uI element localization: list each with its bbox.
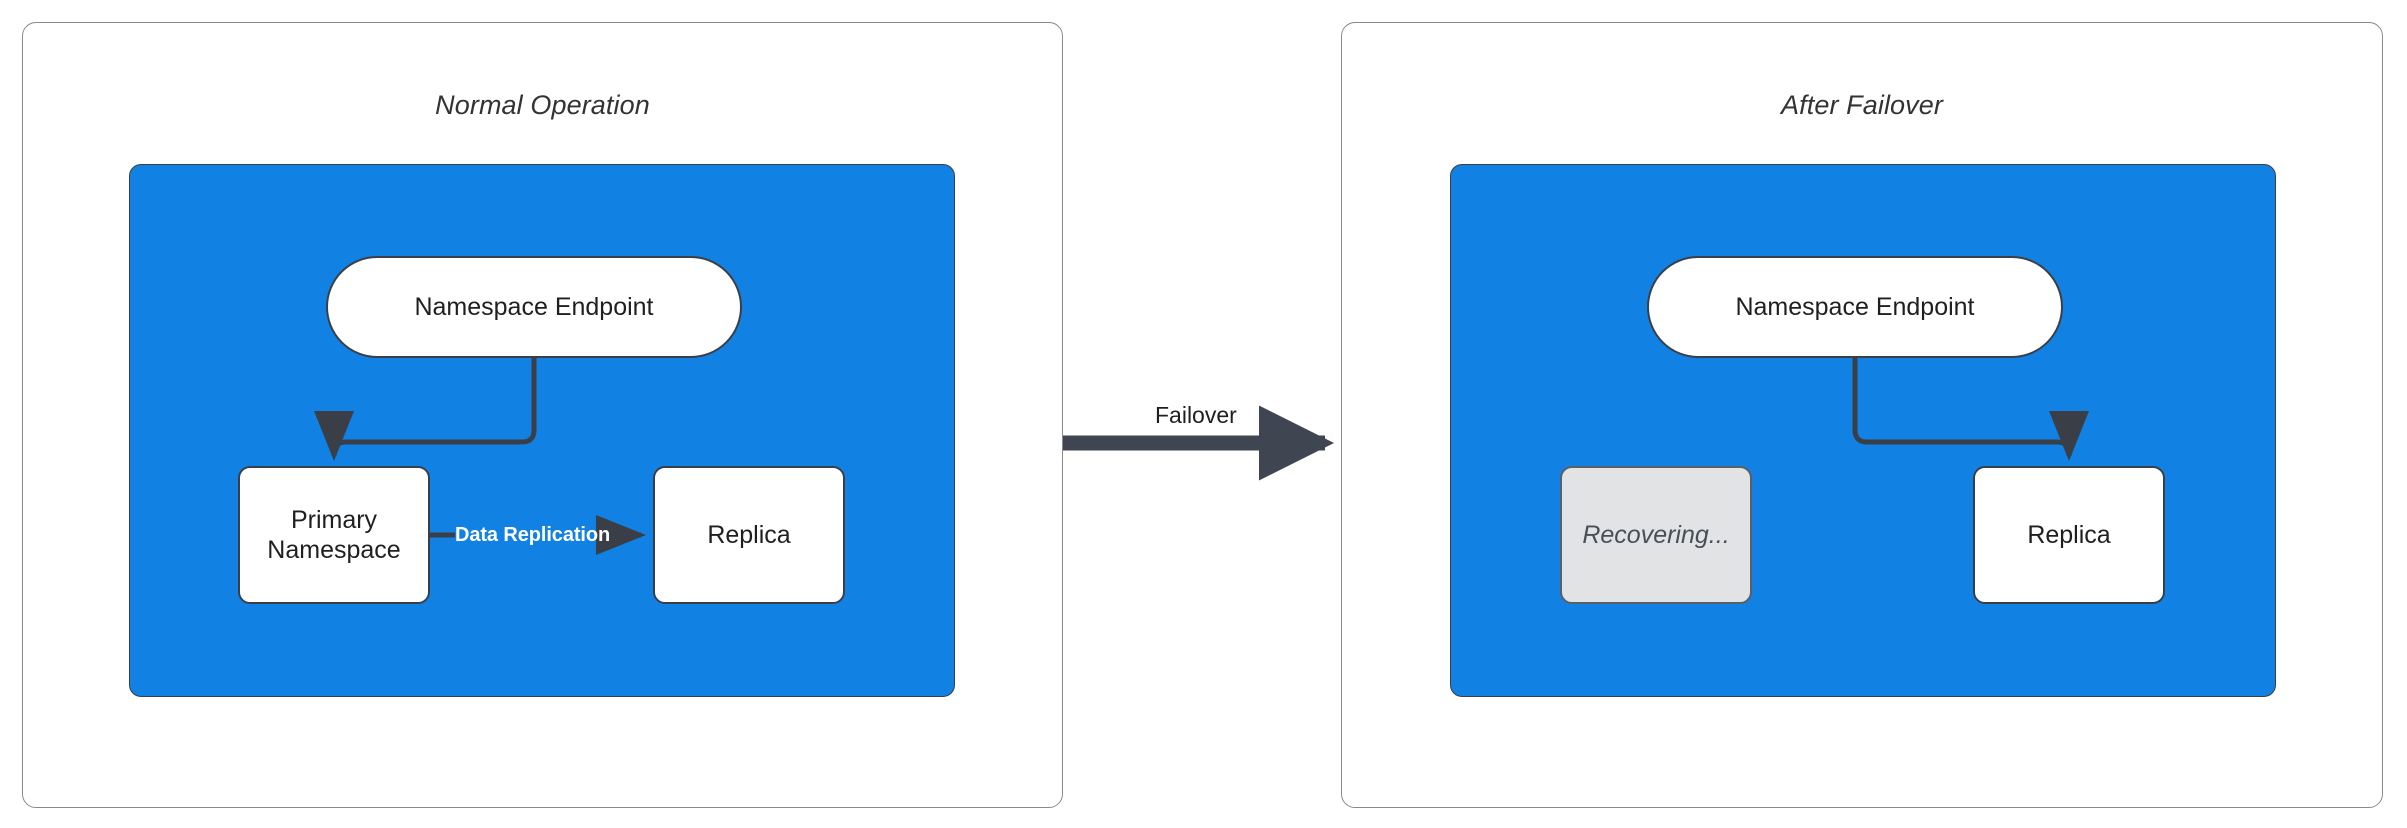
node-primary-namespace-label-line2: Namespace — [267, 536, 401, 564]
edge-label-data-replication: Data Replication — [455, 524, 611, 546]
node-namespace-endpoint-left[interactable]: Namespace Endpoint — [326, 256, 742, 358]
container-normal-operation — [129, 164, 955, 697]
edge-label-failover: Failover — [1155, 402, 1237, 428]
node-recovering[interactable]: Recovering... — [1560, 466, 1752, 604]
panel-after-failover-title: After Failover — [1781, 90, 1943, 120]
node-recovering-label: Recovering... — [1582, 520, 1730, 549]
node-replica-right[interactable]: Replica — [1973, 466, 2165, 604]
node-namespace-endpoint-right-label: Namespace Endpoint — [1735, 292, 1975, 321]
node-replica-left-label: Replica — [707, 520, 791, 549]
node-replica-left[interactable]: Replica — [653, 466, 845, 604]
panel-normal-operation-title: Normal Operation — [435, 90, 650, 120]
node-primary-namespace-label: Primary Namespace — [267, 505, 400, 566]
node-namespace-endpoint-right[interactable]: Namespace Endpoint — [1647, 256, 2063, 358]
node-primary-namespace[interactable]: Primary Namespace — [238, 466, 430, 604]
node-replica-right-label: Replica — [2027, 520, 2111, 549]
node-namespace-endpoint-left-label: Namespace Endpoint — [414, 292, 654, 321]
node-primary-namespace-label-line1: Primary — [290, 505, 378, 534]
container-after-failover — [1450, 164, 2276, 697]
